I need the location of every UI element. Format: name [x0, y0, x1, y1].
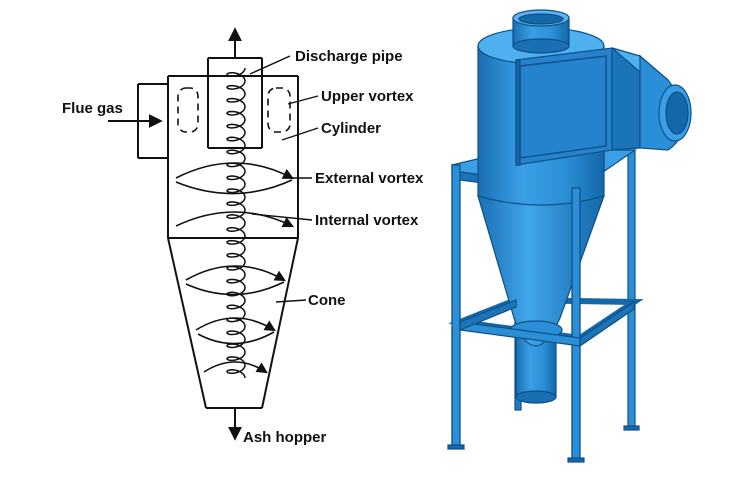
internal-vortex-spiral	[226, 67, 246, 379]
discharge-pipe	[207, 27, 263, 149]
label-upper-vortex: Upper vortex	[321, 88, 414, 105]
label-cone: Cone	[308, 292, 346, 309]
label-ash-hopper: Ash hopper	[243, 429, 326, 446]
label-flue-gas: Flue gas	[62, 100, 123, 117]
top-outlet-pipe	[512, 9, 570, 54]
label-internal-vortex: Internal vortex	[315, 212, 419, 229]
label-cylinder: Cylinder	[321, 120, 381, 137]
label-discharge-pipe: Discharge pipe	[295, 48, 403, 65]
schematic	[108, 27, 319, 441]
label-external-vortex: External vortex	[315, 170, 424, 187]
inlet-duct-3d	[515, 47, 692, 166]
inlet-duct	[108, 83, 168, 159]
front-legs	[447, 164, 640, 463]
cyclone-3d-illustration	[447, 9, 692, 463]
external-vortex-arcs	[175, 162, 295, 374]
leader-lines	[249, 55, 319, 303]
upper-vortex-loops	[177, 87, 291, 133]
cylinder-body	[167, 75, 299, 239]
cone-body	[167, 237, 299, 441]
